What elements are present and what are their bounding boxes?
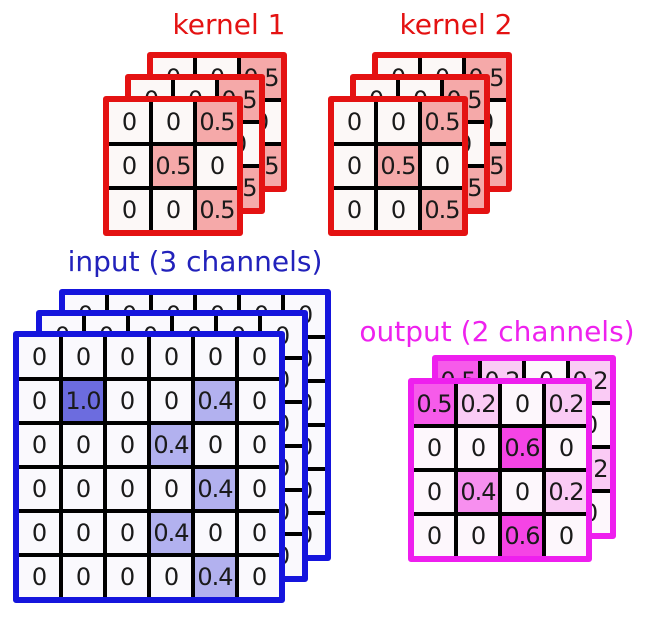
output-cell: 0 [414, 516, 454, 556]
input-cell: 0 [19, 469, 59, 509]
kernel1-cell: 0 [153, 190, 193, 230]
kernel2-cell: 0 [334, 146, 374, 186]
output-cell: 0.2 [546, 384, 586, 424]
output-cell: 0.6 [502, 516, 542, 556]
kernel1-cell: 0.5 [197, 102, 237, 142]
output-cell: 0.2 [546, 472, 586, 512]
output-cell: 0.4 [458, 472, 498, 512]
output-cell: 0 [502, 384, 542, 424]
output-label: output (2 channels) [359, 315, 635, 348]
output-cell: 0 [458, 516, 498, 556]
output-cell: 0 [414, 472, 454, 512]
output-cell: 0 [546, 516, 586, 556]
kernel1-cell: 0 [109, 102, 149, 142]
input-cell: 0 [107, 513, 147, 553]
kernel2-cell: 0.5 [422, 102, 462, 142]
input-cell: 0 [151, 469, 191, 509]
kernel2-cell: 0 [422, 146, 462, 186]
input-cell: 0 [19, 425, 59, 465]
input-cell: 0 [63, 513, 103, 553]
input-cell: 0 [63, 337, 103, 377]
input-cell: 0.4 [195, 557, 235, 597]
input-cell: 0.4 [151, 425, 191, 465]
output-cell: 0 [458, 428, 498, 468]
kernel1-cell: 0 [109, 190, 149, 230]
input-cell: 0 [151, 557, 191, 597]
output-cell: 0.2 [458, 384, 498, 424]
input-cell: 0 [19, 337, 59, 377]
input-cell: 0.4 [151, 513, 191, 553]
output-cell: 0.6 [502, 428, 542, 468]
input-cell: 0 [19, 557, 59, 597]
kernel1-cell: 0 [197, 146, 237, 186]
input-cell: 0 [239, 513, 279, 553]
kernel2-cell: 0 [378, 190, 418, 230]
input-cell: 0 [107, 557, 147, 597]
kernel1-cell: 0.5 [153, 146, 193, 186]
output-cell: 0 [502, 472, 542, 512]
input-cell: 0 [63, 557, 103, 597]
input-cell: 0 [107, 381, 147, 421]
input-cell: 0 [63, 425, 103, 465]
input-cell: 0 [107, 469, 147, 509]
input-cell: 0 [107, 337, 147, 377]
kernel1-cell: 0.5 [197, 190, 237, 230]
output-cell: 0 [414, 428, 454, 468]
input-cell: 0 [195, 337, 235, 377]
kernel2-label: kernel 2 [399, 8, 513, 41]
kernel2-cell: 0.5 [378, 146, 418, 186]
kernel2-cell: 0 [334, 102, 374, 142]
input-cell: 0 [63, 469, 103, 509]
kernel1-cell: 0 [153, 102, 193, 142]
kernel2-cell: 0 [378, 102, 418, 142]
input-cell: 0 [195, 425, 235, 465]
input-cell: 0 [151, 381, 191, 421]
input-cell: 0 [239, 469, 279, 509]
input-cell: 0 [151, 337, 191, 377]
kernel2-cell: 0.5 [422, 190, 462, 230]
input-cell: 1.0 [63, 381, 103, 421]
input-cell: 0 [239, 381, 279, 421]
input-cell: 0 [239, 337, 279, 377]
input-cell: 0 [239, 557, 279, 597]
kernel1-cell: 0 [109, 146, 149, 186]
input-cell: 0 [195, 513, 235, 553]
output-cell: 0 [546, 428, 586, 468]
input-cell: 0.4 [195, 381, 235, 421]
input-label: input (3 channels) [67, 245, 323, 278]
input-cell: 0.4 [195, 469, 235, 509]
input-cell: 0 [239, 425, 279, 465]
output-cell: 0.5 [414, 384, 454, 424]
input-cell: 0 [107, 425, 147, 465]
kernel2-cell: 0 [334, 190, 374, 230]
kernel1-label: kernel 1 [172, 8, 286, 41]
input-cell: 0 [19, 381, 59, 421]
input-cell: 0 [19, 513, 59, 553]
